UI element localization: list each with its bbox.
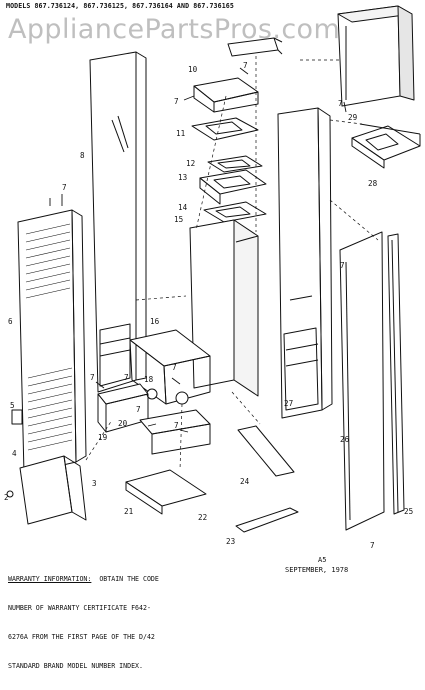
callout-5: 5 (10, 401, 15, 410)
models-heading: MODELS 867.736124, 867.736125, 867.73616… (6, 2, 234, 10)
part-4-access-panel (19, 455, 87, 525)
part-8-side-panel (89, 51, 147, 393)
callout-14: 14 (178, 203, 188, 212)
page-date: SEPTEMBER, 1978 (285, 566, 349, 574)
part-12-gasket (207, 155, 263, 173)
part-16-base-tray (129, 329, 211, 405)
callout-7-f: 7 (172, 363, 177, 372)
part-24-bracket (237, 425, 295, 477)
callout-7-b: 7 (174, 97, 179, 106)
part-19-burner-box (97, 383, 149, 433)
callout-7-k: 7 (370, 541, 375, 550)
callout-labels: 10 7 7 11 12 13 14 15 8 7 6 5 4 3 2 16 1… (4, 61, 413, 550)
callout-20: 20 (118, 419, 128, 428)
part-26-side-panel (339, 231, 385, 531)
callout-3: 3 (92, 479, 97, 488)
callout-24: 24 (240, 477, 250, 486)
callout-8: 8 (80, 151, 85, 160)
callout-29: 29 (348, 113, 358, 122)
callout-7-c: 7 (62, 183, 67, 192)
part-15-heat-exchanger-box (189, 219, 259, 397)
part-11-plate (191, 117, 259, 141)
page-code: A5 (318, 556, 327, 564)
part-27-rear-panel (277, 107, 333, 419)
callout-25: 25 (404, 507, 413, 516)
part-13-clamp (199, 169, 267, 205)
watermark: AppliancePartsPros.com (8, 14, 341, 45)
callout-22: 22 (198, 513, 207, 522)
part-14-ring (203, 201, 267, 223)
callout-7-d: 7 (90, 373, 95, 382)
part-29-top-housing (337, 5, 415, 107)
callout-10: 10 (188, 65, 198, 74)
warranty-heading: WARRANTY INFORMATION: (8, 575, 92, 584)
callout-18: 18 (144, 375, 154, 384)
part-6-front-grille (17, 209, 87, 475)
part-20-shield (139, 409, 211, 455)
callout-26: 26 (340, 435, 350, 444)
warranty-line-3: 6276A FROM THE FIRST PAGE OF THE D/42 (8, 632, 155, 641)
part-2-screw (6, 490, 14, 498)
part-5-plug (11, 409, 23, 425)
callout-11: 11 (176, 129, 186, 138)
callout-13: 13 (178, 173, 187, 182)
callout-7-j: 7 (340, 261, 345, 270)
part-25-trim-strip (387, 233, 405, 515)
callout-7-e: 7 (124, 373, 129, 382)
callout-21: 21 (124, 507, 134, 516)
warranty-line-4: STANDARD BRAND MODEL NUMBER INDEX. (8, 661, 143, 670)
callout-6: 6 (8, 317, 13, 326)
callout-15: 15 (174, 215, 183, 224)
part-23-strip (235, 507, 299, 533)
part-28-bracket (351, 123, 421, 169)
callout-2: 2 (4, 493, 9, 502)
warranty-line-1: OBTAIN THE CODE (91, 575, 159, 584)
callout-4: 4 (12, 449, 17, 458)
part-10-tray (193, 77, 259, 113)
part-10-channel (227, 37, 283, 57)
part-21-base-plate (125, 469, 207, 515)
callout-7-g: 7 (136, 405, 141, 414)
callout-28: 28 (368, 179, 378, 188)
exploded-parts-diagram: 10 7 7 11 12 13 14 15 8 7 6 5 4 3 2 16 1… (4, 5, 421, 550)
callout-7-a: 7 (243, 61, 248, 70)
callout-16: 16 (150, 317, 160, 326)
callout-27: 27 (284, 399, 293, 408)
warranty-line-2: NUMBER OF WARRANTY CERTIFICATE F642- (8, 603, 151, 612)
callout-19: 19 (98, 433, 108, 442)
warranty-note: WARRANTY INFORMATION: OBTAIN THE CODE NU… (8, 556, 159, 690)
parts-diagram-page: MODELS 867.736124, 867.736125, 867.73616… (4, 2, 421, 670)
callout-7-i: 7 (338, 99, 343, 108)
callout-7-h: 7 (174, 421, 179, 430)
callout-12: 12 (186, 159, 195, 168)
callout-23: 23 (226, 537, 235, 546)
